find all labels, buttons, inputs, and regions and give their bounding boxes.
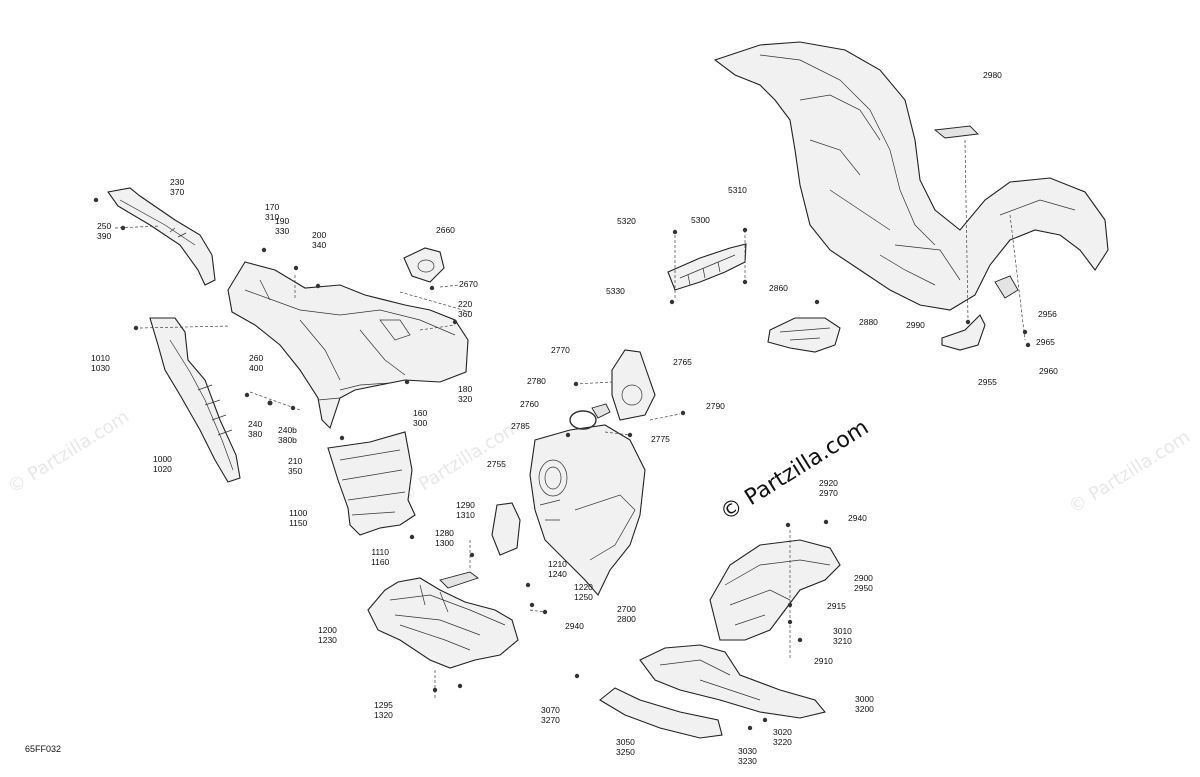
callout-2960: 2960: [1039, 366, 1058, 376]
fasteners: [93, 197, 1031, 731]
callout-1280: 1280 1300: [435, 528, 454, 548]
part-2760-ring: [569, 403, 611, 430]
callout-1010: 1010 1030: [91, 353, 110, 373]
callout-260: 260 400: [249, 353, 264, 373]
callout-2765: 2765: [673, 357, 692, 367]
part-3000-lower-trim: [639, 644, 826, 719]
callout-2770: 2770: [551, 345, 570, 355]
part-5300-rail: [667, 243, 747, 291]
callout-3030: 3030 3230: [738, 746, 757, 766]
callout-5310: 5310: [728, 185, 747, 195]
callout-2775: 2775: [651, 434, 670, 444]
callout-1290: 1290 1310: [456, 500, 475, 520]
callout-180: 180 320: [458, 384, 473, 404]
callout-2920: 2920 2970: [819, 478, 838, 498]
callout-200: 200 340: [312, 230, 327, 250]
diagram-code: 65FF032: [25, 744, 62, 754]
callout-1220: 1220 1250: [574, 582, 593, 602]
callout-2910: 2910: [814, 656, 833, 666]
callout-2670: 2670: [459, 279, 478, 289]
callout-5330: 5330: [606, 286, 625, 296]
callout-240b: 240b 380b: [278, 425, 297, 445]
callout-5300: 5300: [691, 215, 710, 225]
callout-3000: 3000 3200: [855, 694, 874, 714]
callout-1100: 1100 1150: [289, 508, 308, 528]
part-3050-trim-strip: [599, 687, 723, 739]
callout-2860: 2860: [769, 283, 788, 293]
part-2700-tank-cover: [529, 424, 646, 596]
callout-1000: 1000 1020: [153, 454, 172, 474]
callout-2980: 2980: [983, 70, 1002, 80]
callout-2880: 2880: [859, 317, 878, 327]
callout-2755: 2755: [487, 459, 506, 469]
callout-2940a: 2940: [565, 621, 584, 631]
callout-210: 210 350: [288, 456, 303, 476]
callout-170: 170 310: [265, 202, 280, 222]
callout-240: 240 380: [248, 419, 263, 439]
part-front-fender-assembly: [713, 41, 1109, 311]
callout-2790: 2790: [706, 401, 725, 411]
callout-3010: 3010 3210: [833, 626, 852, 646]
callout-1200: 1200 1230: [318, 625, 337, 645]
callout-2760: 2760: [520, 399, 539, 409]
callout-190: 190 330: [275, 216, 290, 236]
callout-160: 160 300: [413, 408, 428, 428]
callout-1210: 1210 1240: [548, 559, 567, 579]
callout-2660: 2660: [436, 225, 455, 235]
callout-2780: 2780: [527, 376, 546, 386]
callout-2785: 2785: [511, 421, 530, 431]
callout-220: 220 360: [458, 299, 473, 319]
part-2956-clip: [994, 275, 1019, 299]
part-2900-fender-liner: [709, 539, 841, 641]
callout-2965: 2965: [1036, 337, 1055, 347]
part-1200-floor-tray: [367, 577, 519, 669]
part-1000-side-panel: [149, 317, 241, 483]
part-2755-flap: [491, 502, 521, 556]
part-2980-plate: [933, 125, 979, 139]
callout-2955: 2955: [978, 377, 997, 387]
callout-250: 250 390: [97, 221, 112, 241]
part-160-front-fascia: [227, 261, 469, 430]
callout-1295: 1295 1320: [374, 700, 393, 720]
callout-2990: 2990: [906, 320, 925, 330]
callout-230: 230 370: [170, 177, 185, 197]
part-2955-bracket: [941, 314, 986, 351]
callout-3020: 3020 3220: [773, 727, 792, 747]
callout-2956: 2956: [1038, 309, 1057, 319]
callout-1110: 1110 1160: [371, 547, 390, 567]
callout-2900: 2900 2950: [854, 573, 873, 593]
part-1100-fender-liner: [327, 431, 416, 536]
part-2765-bracket: [611, 349, 656, 421]
callout-3070: 3070 3270: [541, 705, 560, 725]
part-2660-cap: [403, 247, 445, 283]
callout-2940b: 2940: [848, 513, 867, 523]
callout-2700: 2700 2800: [617, 604, 636, 624]
part-1280-strip: [439, 571, 479, 589]
part-230-handle-trim: [107, 187, 216, 286]
callout-3050: 3050 3250: [616, 737, 635, 757]
callout-5320: 5320: [617, 216, 636, 226]
part-2860-bracket: [767, 317, 841, 353]
callout-2915: 2915: [827, 601, 846, 611]
